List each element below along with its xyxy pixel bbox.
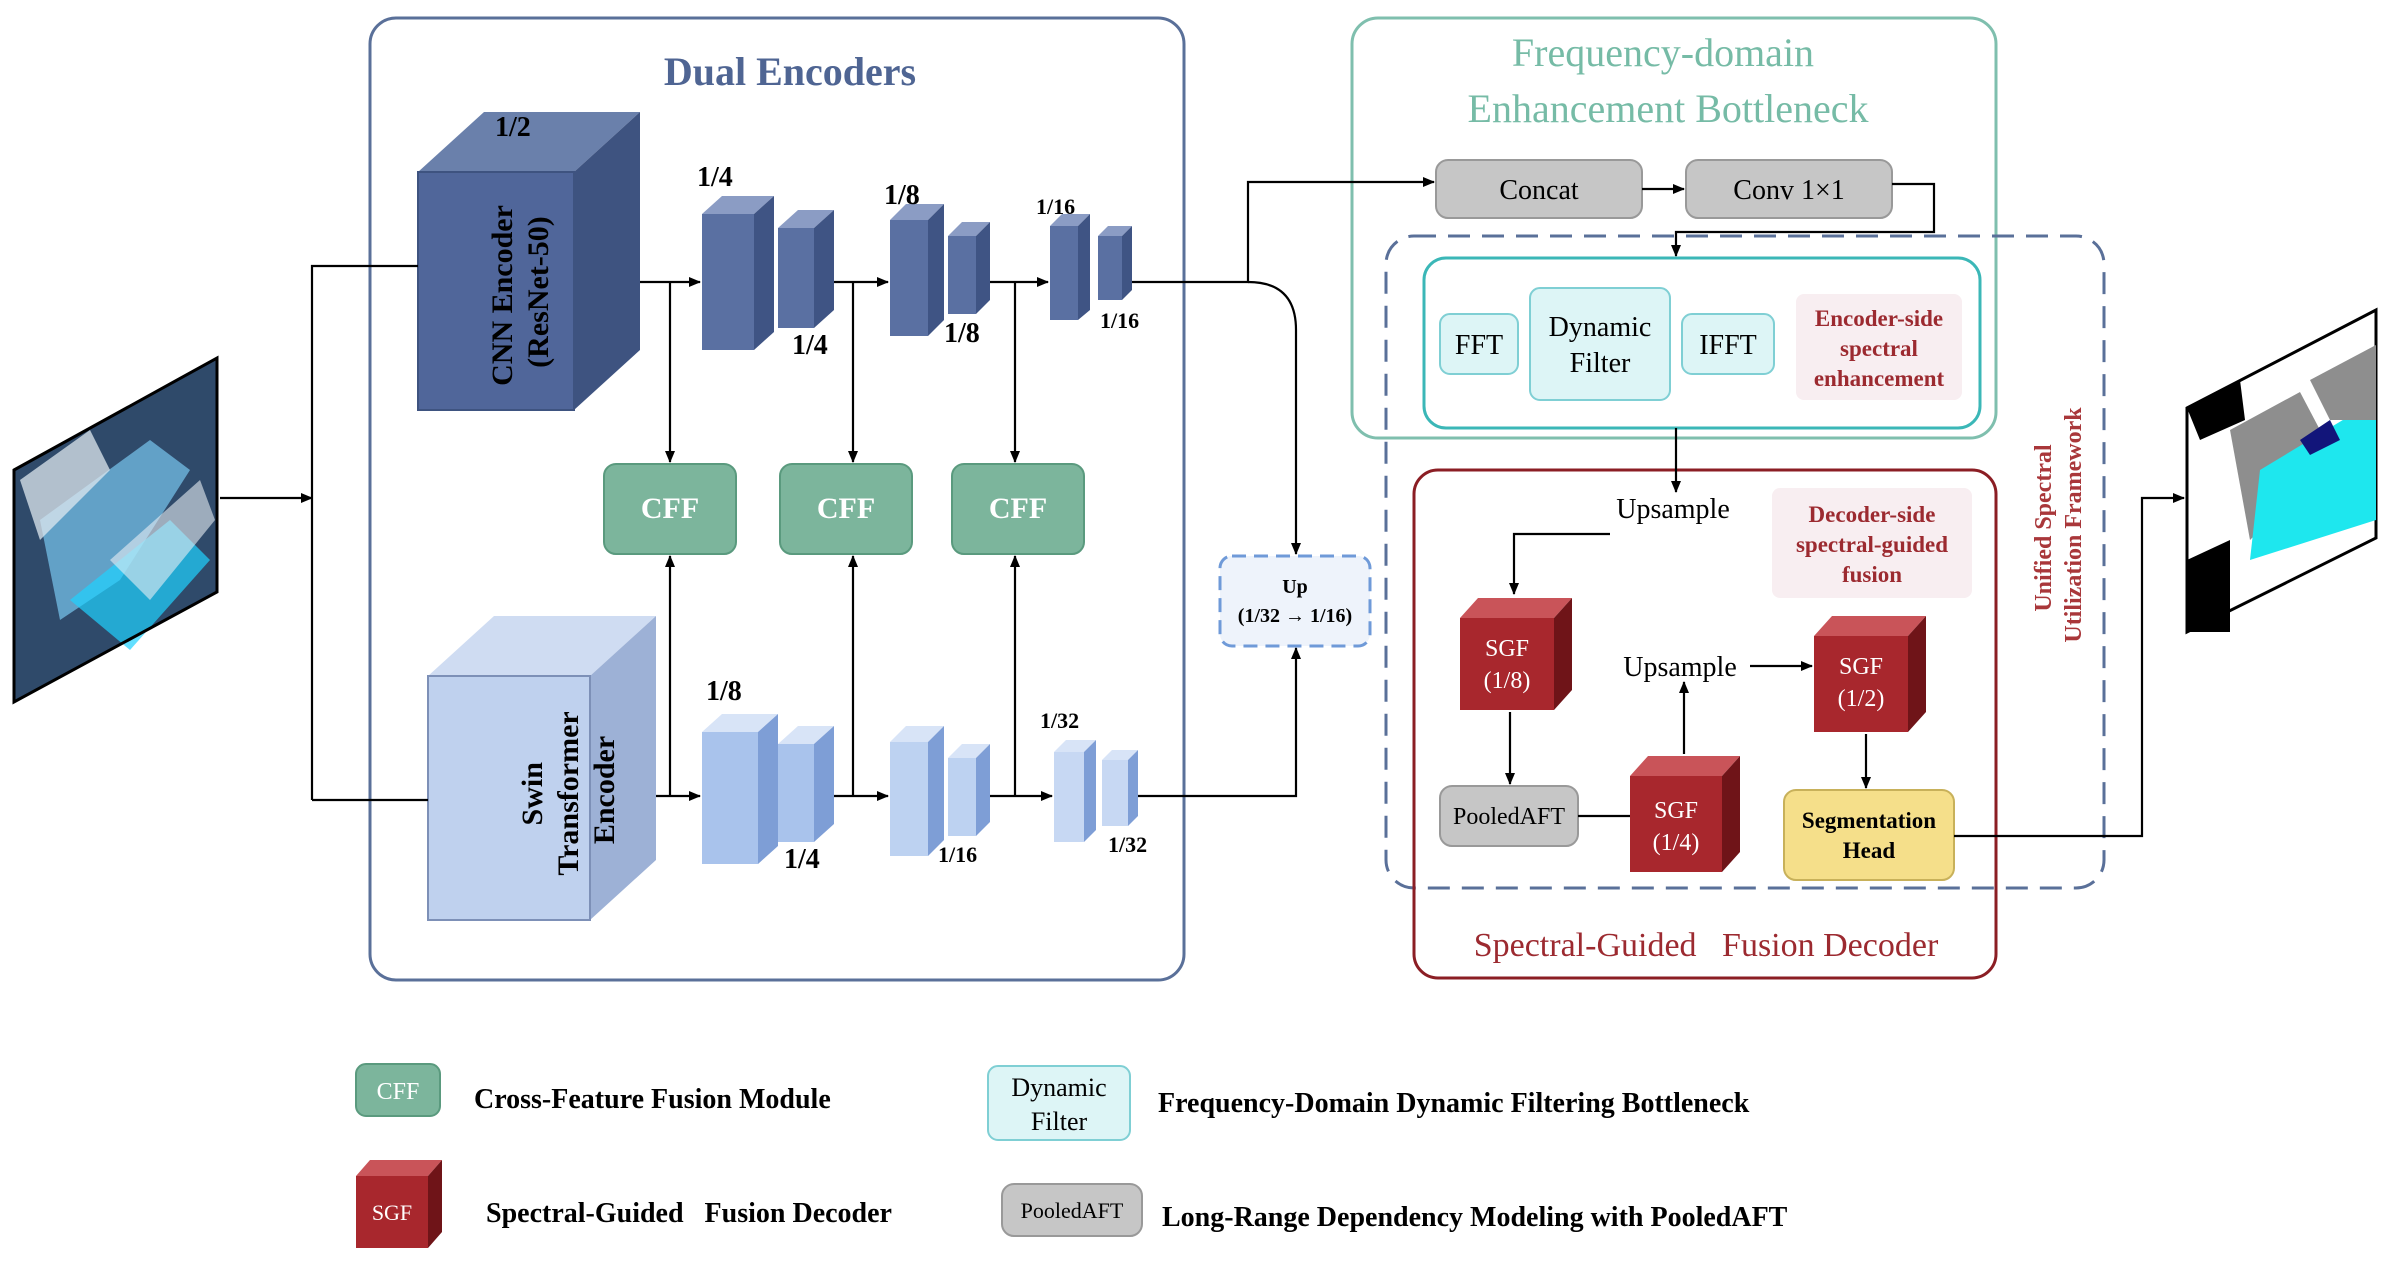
svg-text:Dynamic: Dynamic	[1549, 312, 1652, 343]
sgf-cube-1-8: SGF (1/8)	[1460, 598, 1572, 710]
swin-encoder-label: Swin Transformer Encoder	[516, 704, 621, 875]
unified-framework-container	[1384, 234, 2106, 890]
svg-text:(1/32 → 1/16): (1/32 → 1/16)	[1238, 605, 1352, 627]
connection-lines	[220, 177, 2185, 838]
bottleneck-container	[1350, 16, 1998, 440]
legend-pooledaft: PooledAFT Long-Range Dependency Modeling…	[1001, 1183, 1788, 1237]
swin-encoder-block	[427, 616, 656, 921]
spectral-filter-container	[1422, 256, 1982, 430]
decoder-side-note: Decoder-side spectral-guided fusion	[1772, 488, 1972, 598]
svg-text:CFF: CFF	[989, 492, 1047, 525]
cnn-label-b: 1/4	[792, 330, 828, 361]
cnn-label-d: 1/8	[944, 318, 980, 349]
swin-feature-stack-1-16	[890, 726, 990, 856]
bottleneck-title: Frequency-domain Enhancement Bottleneck	[1468, 30, 1869, 131]
swin-feature-stack-1-4	[702, 714, 834, 864]
svg-text:CFF: CFF	[641, 492, 699, 525]
svg-text:Decoder-side: Decoder-side	[1809, 502, 1936, 527]
svg-text:CFF: CFF	[377, 1079, 420, 1105]
svg-text:CFF: CFF	[817, 492, 875, 525]
svg-text:Concat: Concat	[1499, 175, 1579, 206]
svg-text:enhancement: enhancement	[1814, 366, 1945, 391]
svg-text:Conv 1×1: Conv 1×1	[1733, 175, 1844, 206]
cnn-feature-stack-1-16	[1050, 214, 1132, 320]
swin-label-d: 1/32	[1040, 708, 1079, 733]
decoder-container	[1412, 468, 1998, 980]
svg-text:PooledAFT: PooledAFT	[1453, 804, 1565, 830]
svg-text:(1/8): (1/8)	[1484, 668, 1531, 694]
decoder-title: Spectral-Guided Fusion Decoder	[1474, 927, 1939, 964]
sgf-cube-1-2: SGF (1/2)	[1814, 616, 1926, 732]
pooledaft-box: PooledAFT	[1439, 785, 1579, 847]
svg-text:Filter: Filter	[1031, 1107, 1088, 1136]
cnn-label-c: 1/8	[884, 180, 920, 211]
svg-text:SGF: SGF	[1654, 798, 1698, 824]
upsample-label-2: Upsample	[1623, 652, 1737, 683]
upsample-label-1: Upsample	[1616, 494, 1730, 525]
svg-text:Segmentation: Segmentation	[1802, 808, 1936, 833]
swin-feature-stack-1-32	[1054, 740, 1138, 842]
cnn-label-e: 1/16	[1036, 194, 1075, 219]
cnn-encoder-block	[417, 112, 640, 411]
svg-text:IFFT: IFFT	[1699, 330, 1757, 361]
sgf-cube-1-4: SGF (1/4)	[1630, 756, 1740, 872]
dual-encoders-container	[368, 16, 1186, 982]
cnn-scale-label: 1/2	[495, 112, 531, 143]
svg-text:Dynamic: Dynamic	[1011, 1073, 1106, 1102]
legend-sgf: SGF Spectral-Guided Fusion Decoder	[356, 1160, 892, 1248]
concat-box: Concat	[1435, 159, 1643, 219]
svg-text:fusion: fusion	[1842, 562, 1902, 587]
svg-text:spectral: spectral	[1840, 336, 1918, 361]
svg-text:SGF: SGF	[1485, 636, 1529, 662]
output-segmentation-mask	[2185, 307, 2378, 635]
ifft-box: IFFT	[1681, 313, 1775, 375]
svg-text:Long-Range Dependency Modeling: Long-Range Dependency Modeling with Pool…	[1162, 1202, 1788, 1233]
cff-module-1: CFF	[603, 463, 737, 555]
unified-framework-label: Unified Spectral Utilization Framework	[2031, 407, 2087, 643]
cnn-encoder-label: CNN Encoder (ResNet-50)	[486, 198, 555, 386]
swin-label-e: 1/32	[1108, 832, 1147, 857]
legend-cff: CFF Cross-Feature Fusion Module	[355, 1063, 831, 1117]
cnn-feature-stack-1-8	[890, 204, 990, 336]
legend-dynamic-filter: Dynamic Filter Frequency-Domain Dynamic …	[987, 1065, 1750, 1141]
svg-text:Cross-Feature Fusion Module: Cross-Feature Fusion Module	[474, 1084, 831, 1115]
svg-text:(1/2): (1/2)	[1838, 686, 1885, 712]
cff-module-2: CFF	[779, 463, 913, 555]
svg-text:SGF: SGF	[372, 1200, 412, 1225]
svg-text:Head: Head	[1843, 838, 1896, 863]
dynamic-filter-box: Dynamic Filter	[1529, 287, 1671, 401]
input-satellite-image	[12, 355, 219, 705]
svg-text:spectral-guided: spectral-guided	[1796, 532, 1948, 557]
swin-label-a: 1/8	[706, 676, 742, 707]
cnn-label-a: 1/4	[697, 162, 733, 193]
cff-module-3: CFF	[951, 463, 1085, 555]
svg-text:Up: Up	[1282, 576, 1308, 598]
svg-text:(1/4): (1/4)	[1653, 830, 1700, 856]
svg-text:Spectral-Guided Fusion Decod: Spectral-Guided Fusion Decoder	[486, 1198, 892, 1229]
fft-box: FFT	[1439, 313, 1519, 375]
svg-text:Frequency-Domain Dynamic Filte: Frequency-Domain Dynamic Filtering Bottl…	[1158, 1088, 1750, 1119]
upsample-box-1-32-to-1-16: Up (1/32 → 1/16)	[1218, 554, 1372, 648]
cnn-label-f: 1/16	[1100, 308, 1139, 333]
conv-1x1-box: Conv 1×1	[1685, 159, 1893, 219]
cnn-feature-stack-1-4	[702, 196, 834, 350]
svg-text:PooledAFT: PooledAFT	[1021, 1198, 1124, 1223]
segmentation-head-box: Segmentation Head	[1783, 789, 1955, 881]
swin-label-c: 1/16	[938, 842, 977, 867]
encoder-side-note: Encoder-side spectral enhancement	[1796, 294, 1962, 400]
svg-text:SGF: SGF	[1839, 654, 1883, 680]
svg-text:Filter: Filter	[1570, 348, 1631, 379]
dual-encoders-title: Dual Encoders	[664, 49, 916, 94]
svg-text:Encoder-side: Encoder-side	[1815, 306, 1943, 331]
svg-text:FFT: FFT	[1455, 330, 1503, 361]
swin-label-b: 1/4	[784, 844, 820, 875]
